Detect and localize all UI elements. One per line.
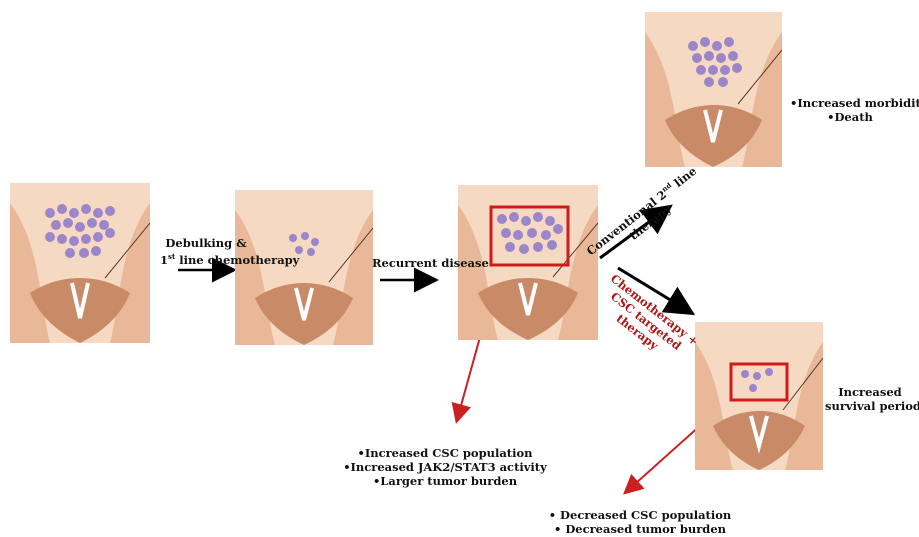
outcome-upper-line2: •Death <box>790 110 910 124</box>
outcome-recurrent-line3: •Larger tumor burden <box>330 474 560 488</box>
panel-csc-targeted <box>695 322 823 470</box>
outcome-lower-right-line1: Increased <box>825 385 915 399</box>
label-recurrent-disease: Recurrent disease <box>372 256 489 270</box>
label-debulking: Debulking & 1st line chemotherapy <box>160 236 252 267</box>
outcome-upper-line1: •Increased morbidity <box>790 96 910 110</box>
outcome-lower-right-line2: survival period <box>825 399 915 413</box>
label-debulking-line2: 1st line chemotherapy <box>160 250 252 267</box>
panel-progression <box>645 12 782 167</box>
outcome-upper: •Increased morbidity •Death <box>790 96 910 124</box>
outcome-lower: • Decreased CSC population • Decreased t… <box>540 508 740 536</box>
outcome-lower-right: Increased survival period <box>825 385 915 413</box>
outcome-lower-line1: • Decreased CSC population <box>540 508 740 522</box>
panel-post-chemo <box>235 190 373 345</box>
panel-initial-tumor <box>10 183 150 343</box>
outcome-recurrent-line2: •Increased JAK2/STAT3 activity <box>330 460 560 474</box>
outcome-recurrent: •Increased CSC population •Increased JAK… <box>330 446 560 488</box>
label-debulking-line1: Debulking & <box>160 236 252 250</box>
outcome-lower-line2: • Decreased tumor burden <box>540 522 740 536</box>
outcome-recurrent-line1: •Increased CSC population <box>330 446 560 460</box>
